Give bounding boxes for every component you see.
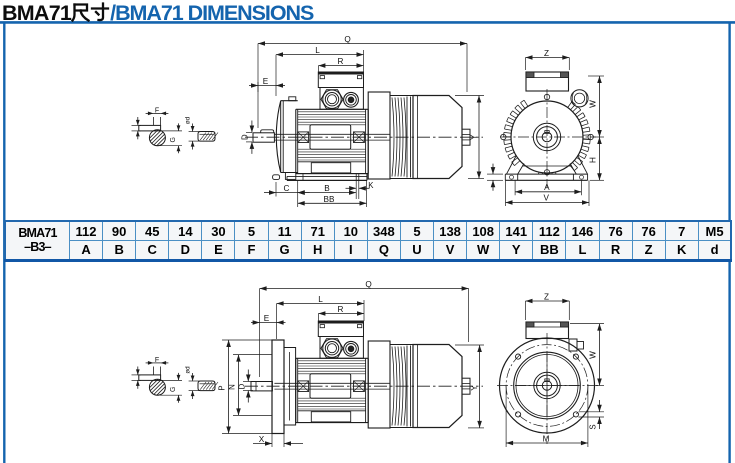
svg-text:A: A bbox=[544, 183, 550, 192]
svg-text:V: V bbox=[543, 194, 549, 203]
svg-text:K: K bbox=[368, 181, 374, 190]
svg-text:BB: BB bbox=[324, 195, 335, 204]
svg-text:B: B bbox=[324, 184, 330, 193]
svg-text:E: E bbox=[264, 314, 270, 323]
svg-text:Y: Y bbox=[470, 385, 479, 391]
svg-text:R: R bbox=[338, 305, 344, 314]
svg-text:F: F bbox=[155, 357, 159, 364]
svg-text:Z: Z bbox=[544, 49, 549, 58]
svg-text:M: M bbox=[543, 434, 550, 443]
svg-text:W: W bbox=[589, 351, 598, 359]
svg-text:X: X bbox=[259, 435, 265, 444]
svg-text:ød: ød bbox=[184, 116, 191, 124]
svg-text:F: F bbox=[155, 108, 159, 115]
svg-text:Z: Z bbox=[544, 292, 549, 301]
svg-text:H: H bbox=[589, 157, 598, 163]
svg-text:L: L bbox=[318, 295, 323, 304]
svg-text:L: L bbox=[315, 46, 320, 55]
svg-text:D: D bbox=[237, 383, 246, 389]
svg-text:E: E bbox=[263, 77, 269, 86]
svg-text:G: G bbox=[170, 386, 177, 391]
svg-text:W: W bbox=[589, 100, 598, 108]
svg-text:Y: Y bbox=[469, 134, 478, 140]
svg-text:N: N bbox=[228, 384, 237, 390]
svg-text:Q: Q bbox=[365, 280, 371, 289]
svg-text:G: G bbox=[170, 137, 177, 142]
svg-text:R: R bbox=[338, 57, 344, 66]
svg-text:D: D bbox=[241, 134, 250, 140]
svg-text:Q: Q bbox=[344, 35, 350, 44]
svg-text:C: C bbox=[284, 184, 290, 193]
svg-text:P: P bbox=[218, 385, 227, 390]
svg-text:S: S bbox=[589, 424, 598, 429]
svg-text:ød: ød bbox=[184, 366, 191, 374]
